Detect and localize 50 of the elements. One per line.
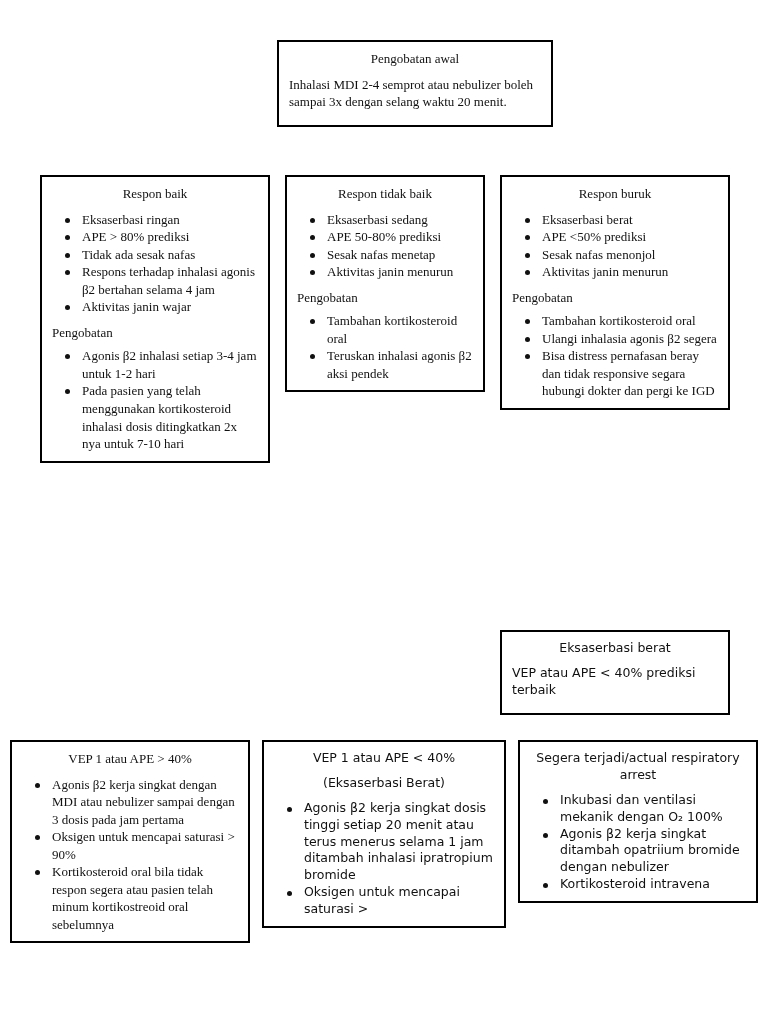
bullet-item: Tambahan kortikosteroid oral	[542, 312, 697, 330]
box-heading: Eksaserbasi berat	[558, 640, 672, 657]
box-heading: Segera terjadi/actual respiratory arrest	[535, 750, 741, 784]
box-text: VEP atau APE < 40% prediksi terbaik	[512, 664, 697, 699]
bullet-item: Eksaserbasi sedang	[327, 210, 429, 229]
bullet-item: Sesak nafas menonjol	[542, 245, 657, 264]
bullet-item: Aktivitas janin wajar	[82, 298, 193, 316]
box-text: Pengobatan	[512, 288, 574, 307]
box-text: Pengobatan	[52, 323, 114, 342]
box-heading: Respon baik	[121, 185, 189, 203]
bullet-item: Pada pasien yang telah menggunakan kortikosteroid inhalasi dosis ditingkatkan 2x nya untuk 7-10 hari	[82, 382, 238, 453]
bullet-item: APE > 80% prediksi	[82, 228, 191, 246]
bullet-item: Agonis β2 kerja singkat ditambah opatriium bromide dengan nebulizer	[560, 825, 741, 877]
bullet-item: Bisa distress pernafasan beray dan tidak responsive segara hubungi dokter dan pergi ke IGD	[542, 347, 716, 400]
text-box	[500, 630, 730, 715]
box-text: Inhalasi MDI 2-4 semprot atau nebulizer boleh sampai 3x dengan selang waktu 20 menit.	[289, 75, 535, 111]
box-heading: Respon buruk	[577, 185, 653, 203]
text-box	[285, 175, 485, 393]
box-heading: Pengobatan awal	[369, 50, 461, 68]
box-heading: (Eksaserbasi Berat)	[322, 774, 446, 792]
bullet-item: Agonis β2 kerja singkat dosis tinggi setiap 20 menit atau terus menerus selama 1 jam ditambah inhalasi ipratropium bromide	[304, 799, 494, 885]
bullet-item: Aktivitas janin menurun	[327, 263, 455, 281]
text-box	[262, 740, 506, 928]
text-box	[518, 740, 758, 903]
bullet-item: Tidak ada sesak nafas	[82, 245, 197, 264]
bullet-item: Agonis β2 inhalasi setiap 3-4 jam untuk 1-2 hari	[82, 347, 258, 383]
box-heading: Respon tidak baik	[337, 185, 433, 203]
bullet-item: Oksigen untuk mencapai saturasi > 90%	[52, 828, 236, 864]
bullet-item: Teruskan inhalasi agonis β2 aksi pendek	[327, 347, 473, 383]
bullet-item: APE <50% prediksi	[542, 228, 648, 246]
bullet-item: Inkubasi dan ventilasi mekanik dengan O₂ 100%	[560, 791, 724, 826]
bullet-item: Kortikosteroid intravena	[560, 876, 711, 893]
bullet-item: Ulangi inhalasia agonis β2 segera	[542, 329, 718, 348]
bullet-item: Aktivitas janin menurun	[542, 263, 670, 281]
text-box	[10, 740, 250, 944]
bullet-item: APE 50-80% prediksi	[327, 228, 443, 246]
bullet-item: Eksaserbasi ringan	[82, 210, 181, 229]
bullet-item: Oksigen untuk mencapai saturasi >	[304, 884, 461, 918]
text-box	[40, 175, 270, 463]
bullet-item: Eksaserbasi berat	[542, 210, 634, 229]
text-box	[277, 40, 553, 127]
box-heading: VEP 1 atau APE > 40%	[67, 750, 193, 768]
bullet-item: Kortikosteroid oral bila tidak respon segera atau pasien telah minum kortikostreoid oral sebelumnya	[52, 863, 214, 934]
box-text: Pengobatan	[297, 288, 359, 307]
text-box	[500, 175, 730, 410]
bullet-item: Respons terhadap inhalasi agonis β2 bertahan selama 4 jam	[82, 263, 256, 299]
bullet-item: Tambahan kortikosteroid oral	[327, 312, 459, 348]
box-heading: VEP 1 atau APE < 40%	[311, 750, 457, 767]
bullet-item: Agonis β2 kerja singkat dengan MDI atau nebulizer sampai dengan 3 dosis pada jam pertama	[52, 775, 236, 829]
bullet-item: Sesak nafas menetap	[327, 245, 437, 264]
